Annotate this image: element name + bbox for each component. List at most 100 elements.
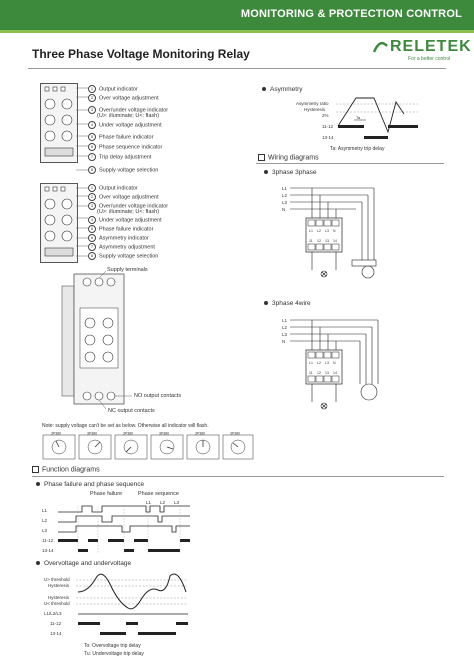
logo-text: RELETEK xyxy=(390,38,472,55)
ov-diagram: U> threshold Hysteresis Hysteresis U< th… xyxy=(44,573,188,636)
phase-row-1112: 11-12 xyxy=(42,538,54,543)
w1-term-1: L1 xyxy=(309,229,313,233)
phase-sequence-label: Phase sequence xyxy=(138,491,179,497)
logo-slogan: For a better control xyxy=(408,56,451,62)
w1-term-3: L3 xyxy=(325,229,329,233)
supply-dials-row: 3P380 3P380 3P380 3P380 3P380 3P380 xyxy=(42,432,254,460)
asym-hyst-label: Hysteresis xyxy=(304,107,326,112)
w1-bot-2: 12 xyxy=(317,239,321,243)
nc-contacts-label: NC output contacts xyxy=(108,408,155,414)
page-title: Three Phase Voltage Monitoring Relay xyxy=(32,47,250,61)
w2-line-l2: L2 xyxy=(282,325,288,330)
ov-label-hyst2: Hysteresis xyxy=(48,595,70,600)
phase-row-l3: L3 xyxy=(42,528,48,533)
logo: RELETEK For a better control xyxy=(372,38,471,70)
w1-term-4: N xyxy=(333,229,336,233)
device-side-view xyxy=(61,270,132,410)
ov-label-ulow: U< threshold xyxy=(44,601,70,606)
wiring-heading: Wiring diagrams xyxy=(258,154,319,161)
phase-failure-label: Phase failure xyxy=(90,491,123,497)
ov-label-hyst1: Hysteresis xyxy=(48,583,70,588)
functions-divider xyxy=(32,476,444,477)
functions-heading: Function diagrams xyxy=(32,466,100,473)
ov-label-1314: 13-14 xyxy=(50,631,62,636)
asymmetry-diagram: Asymmetry ratio Hysteresis 2% 11-12 13-1… xyxy=(296,97,418,140)
asym-row-1112: 11-12 xyxy=(322,124,334,129)
asym-ratio-label: Asymmetry ratio xyxy=(296,101,329,106)
dial-4-label: 3P380 xyxy=(159,432,169,436)
device-1-drawing xyxy=(44,86,74,157)
ps-col-1: L1 xyxy=(146,500,152,505)
w1-term-2: L2 xyxy=(317,229,321,233)
ps-col-2: L2 xyxy=(160,500,166,505)
w2-line-l1: L1 xyxy=(282,318,288,323)
w1-line-l1: L1 xyxy=(282,186,288,191)
w1-line-l3: L3 xyxy=(282,200,288,205)
device-1-leader-lines xyxy=(76,87,88,171)
w1-line-l2: L2 xyxy=(282,193,288,198)
w1-bot-4: 14 xyxy=(333,239,337,243)
ps-col-3: L3 xyxy=(174,500,180,505)
w1-bot-3: 13 xyxy=(325,239,329,243)
asymmetry-title: Asymmetry xyxy=(262,86,303,93)
phase-title: Phase failure and phase sequence xyxy=(36,481,144,488)
logo-mark-icon xyxy=(372,41,388,53)
w1-bot-1: 11 xyxy=(309,239,313,243)
w1-line-n: N xyxy=(282,207,285,212)
w2-line-l3: L3 xyxy=(282,332,288,337)
w2-bot-1: 11 xyxy=(309,371,313,375)
dial-2-label: 3P380 xyxy=(87,432,97,436)
device-front-2 xyxy=(40,183,78,263)
w2-term-4: N xyxy=(333,361,336,365)
wiring-d2-title: 3phase 4wire xyxy=(264,300,311,307)
ov-title: Overvoltage and undervoltage xyxy=(36,560,131,567)
device-2-label-3b: (U>: illuminate; U<: flash) xyxy=(97,209,160,215)
ov-label-1112: 11-12 xyxy=(50,621,62,626)
no-contacts-label: NO output contacts xyxy=(134,393,182,399)
ov-caption-2: Tu: Undervoltage trip delay xyxy=(84,651,144,657)
ov-label-lines: L1/L2/L3 xyxy=(44,611,62,616)
w2-bot-4: 14 xyxy=(333,371,337,375)
phase-row-1314: 13-14 xyxy=(42,548,54,553)
header-accent-line xyxy=(0,30,474,33)
wiring-diagram-1: L1 L2 L3 N L1 L2 L3 N 11 12 13 14 xyxy=(282,186,377,279)
asym-hyst-value: 2% xyxy=(322,113,329,118)
wiring-d1-title: 3phase 3phase xyxy=(264,169,316,176)
w2-bot-3: 13 xyxy=(325,371,329,375)
w2-term-1: L1 xyxy=(309,361,313,365)
phase-row-l2: L2 xyxy=(42,518,48,523)
device-1-label-3b: (U>: illuminate; U<: flash) xyxy=(97,113,160,119)
dial-3-label: 3P380 xyxy=(123,432,133,436)
ov-label-uhigh: U> threshold xyxy=(44,577,70,582)
w2-term-2: L2 xyxy=(317,361,321,365)
device-front-1 xyxy=(40,83,78,163)
dial-6-label: 3P380 xyxy=(230,432,240,436)
dial-1-label: 3P380 xyxy=(51,432,61,436)
ov-caption-1: To: Overvoltage trip delay xyxy=(84,643,141,649)
device-2-drawing xyxy=(44,186,74,257)
title-divider xyxy=(28,68,446,69)
wiring-divider xyxy=(256,163,444,164)
header-bar: MONITORING & PROTECTION CONTROL xyxy=(0,0,474,30)
svg-text:Ta: Ta xyxy=(356,115,361,120)
device-2-leader-lines xyxy=(76,187,88,257)
supply-terminals-label: Supply terminals xyxy=(107,267,148,273)
dial-5-label: 3P380 xyxy=(195,432,205,436)
w2-line-n: N xyxy=(282,339,285,344)
